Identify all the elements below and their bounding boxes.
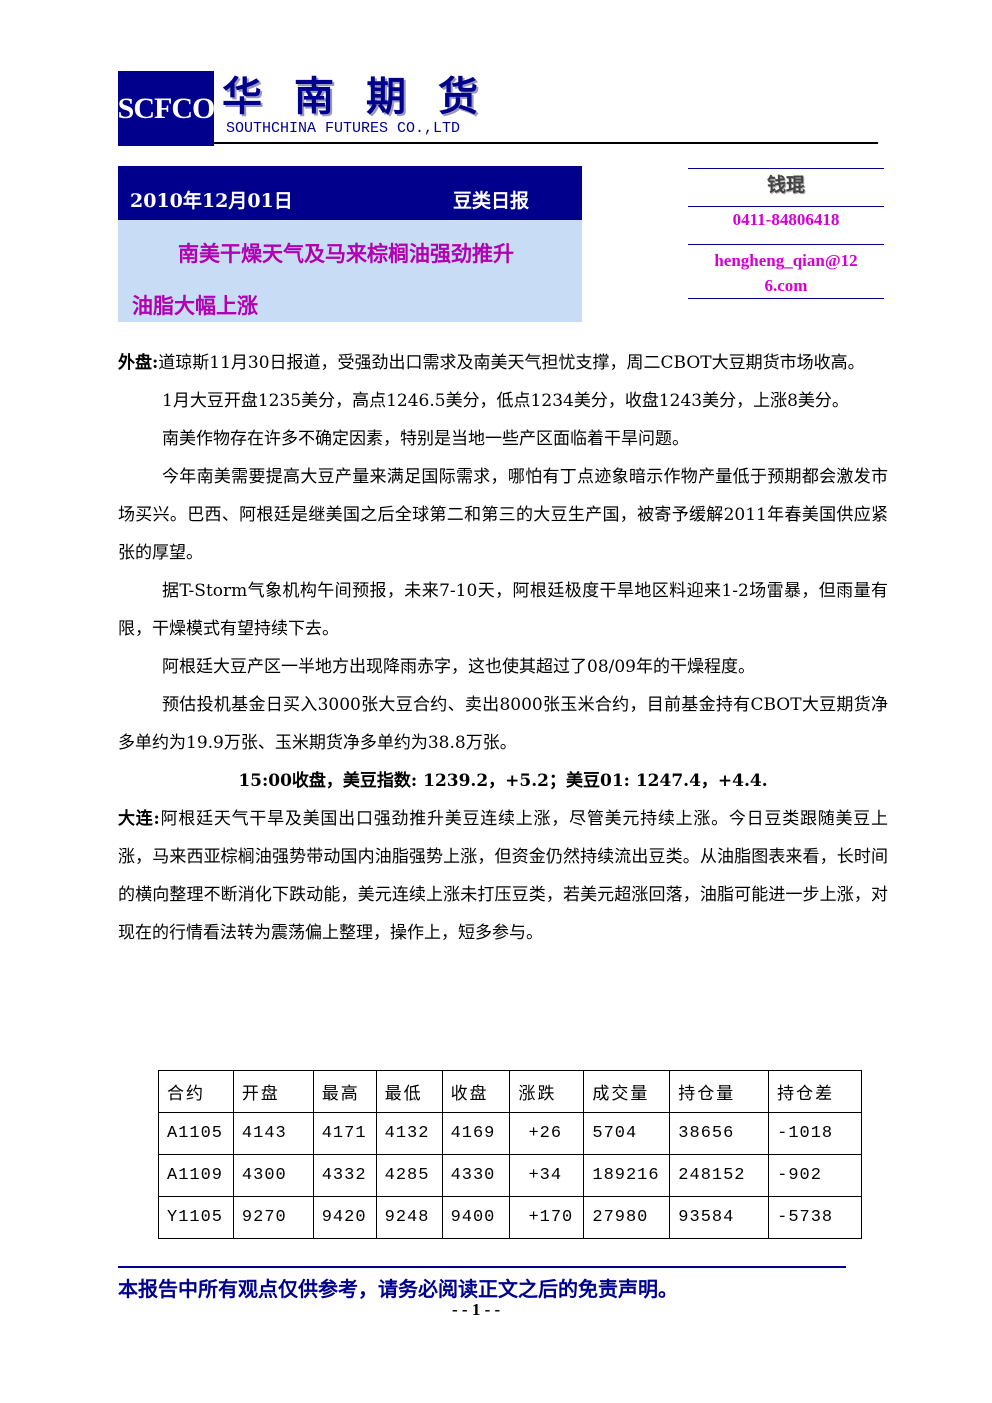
disclaimer-text: 本报告中所有观点仅供参考，请务必阅读正文之后的免责声明。 (118, 1277, 678, 1301)
column-header: 持仓差 (768, 1070, 862, 1113)
company-logo: SCFCO (118, 71, 215, 146)
report-body: 外盘:道琼斯11月30日报道，受强劲出口需求及南美天气担忧支撑，周二CBOT大豆… (118, 344, 888, 952)
table-cell: 5704 (583, 1112, 671, 1155)
table-cell: 4169 (441, 1112, 511, 1155)
table-cell: 4332 (312, 1154, 377, 1197)
header-divider (214, 142, 878, 144)
futures-table: 合约 开盘 最高 最低 收盘 涨跌 成交量 持仓量 持仓差 A1105 4143… (158, 1070, 862, 1239)
analyst-email-line-2: 6.com (764, 276, 808, 295)
table-cell: -902 (768, 1154, 862, 1197)
table-cell: Y1105 (158, 1196, 234, 1239)
table-cell: 248152 (669, 1154, 770, 1197)
table-cell: 9420 (312, 1196, 377, 1239)
table-header-row: 合约 开盘 最高 最低 收盘 涨跌 成交量 持仓量 持仓差 (158, 1070, 862, 1113)
paragraph: 阿根廷大豆产区一半地方出现降雨赤字，这也使其超过了08/09年的干燥程度。 (162, 657, 755, 677)
table-row: A1105 4143 4171 4132 4169 +26 5704 38656… (158, 1112, 862, 1155)
paragraph-text: 道琼斯11月30日报道，受强劲出口需求及南美天气担忧支撑，周二CBOT大豆期货市… (158, 353, 865, 373)
table-cell: A1109 (158, 1154, 234, 1197)
table-cell: 4143 (232, 1112, 314, 1155)
headline-line-1: 南美干燥天气及马来棕榈油强劲推升 (178, 241, 514, 266)
paragraph: 1月大豆开盘1235美分，高点1246.5美分，低点1234美分，收盘1243美… (162, 391, 849, 411)
analyst-phone: 0411-84806418 (732, 210, 840, 229)
headline-line-2: 油脂大幅上涨 (132, 293, 258, 318)
report-date: 2010年12月01日 (130, 190, 293, 212)
footer-divider (118, 1266, 846, 1268)
company-name-en: SOUTHCHINA FUTURES CO.,LTD (226, 120, 461, 137)
analyst-email-line-1: hengheng_qian@12 (714, 251, 858, 270)
headline-box (118, 220, 582, 322)
table-row: Y1105 9270 9420 9248 9400 +170 27980 935… (158, 1196, 862, 1239)
table-cell: +26 (509, 1112, 585, 1155)
column-header: 成交量 (583, 1070, 671, 1113)
table-cell: 189216 (583, 1154, 671, 1197)
table-cell: 4285 (375, 1154, 443, 1197)
title-bar (118, 166, 582, 220)
table-cell: A1105 (158, 1112, 234, 1155)
column-header: 涨跌 (509, 1070, 585, 1113)
report-type: 豆类日报 (453, 190, 530, 212)
column-header: 合约 (158, 1070, 234, 1113)
column-header: 开盘 (232, 1070, 314, 1113)
table-cell: 38656 (669, 1112, 770, 1155)
analyst-name: 钱琨 (766, 174, 805, 196)
analyst-rule-bottom (688, 298, 884, 299)
table-row: A1109 4300 4332 4285 4330 +34 189216 248… (158, 1154, 862, 1197)
paragraph: 今年南美需要提高大豆产量来满足国际需求，哪怕有丁点迹象暗示作物产量低于预期都会激… (118, 467, 888, 563)
analyst-rule (688, 244, 884, 245)
table-cell: 4330 (441, 1154, 511, 1197)
foreign-market-label: 外盘: (118, 353, 159, 373)
dalian-label: 大连: (118, 809, 160, 829)
paragraph: 据T-Storm气象机构午间预报，未来7-10天，阿根廷极度干旱地区料迎来1-2… (118, 581, 888, 639)
table-cell: 93584 (669, 1196, 770, 1239)
analyst-email[interactable]: hengheng_qian@12 6.com (688, 248, 884, 298)
column-header: 最高 (312, 1070, 377, 1113)
table-cell: 27980 (583, 1196, 671, 1239)
analyst-rule (688, 206, 884, 207)
paragraph: 南美作物存在许多不确定因素，特别是当地一些产区面临着干旱问题。 (162, 429, 689, 449)
page-number: - - 1 - - (452, 1300, 501, 1319)
table-cell: 4171 (312, 1112, 377, 1155)
table-cell: 4300 (232, 1154, 314, 1197)
analyst-rule-top (688, 168, 884, 169)
foreign-market-paragraph: 外盘:道琼斯11月30日报道，受强劲出口需求及南美天气担忧支撑，周二CBOT大豆… (118, 344, 888, 382)
paragraph: 预估投机基金日买入3000张大豆合约、卖出8000张玉米合约，目前基金持有CBO… (118, 695, 888, 753)
table-cell: -5738 (768, 1196, 862, 1239)
paragraph-text: 阿根廷天气干旱及美国出口强劲推升美豆连续上涨，尽管美元持续上涨。今日豆类跟随美豆… (118, 809, 889, 943)
closing-summary: 15:00收盘，美豆指数: 1239.2，+5.2；美豆01: 1247.4，+… (238, 771, 768, 791)
table-cell: -1018 (768, 1112, 862, 1155)
column-header: 收盘 (441, 1070, 511, 1113)
table-cell: +170 (509, 1196, 585, 1239)
table-cell: +34 (509, 1154, 585, 1197)
dalian-paragraph: 大连:阿根廷天气干旱及美国出口强劲推升美豆连续上涨，尽管美元持续上涨。今日豆类跟… (118, 800, 888, 952)
table-cell: 4132 (375, 1112, 443, 1155)
company-name-cn: 华南期货 (222, 73, 510, 120)
column-header: 持仓量 (669, 1070, 770, 1113)
column-header: 最低 (375, 1070, 443, 1113)
table-cell: 9400 (441, 1196, 511, 1239)
table-cell: 9248 (375, 1196, 443, 1239)
table-cell: 9270 (232, 1196, 314, 1239)
